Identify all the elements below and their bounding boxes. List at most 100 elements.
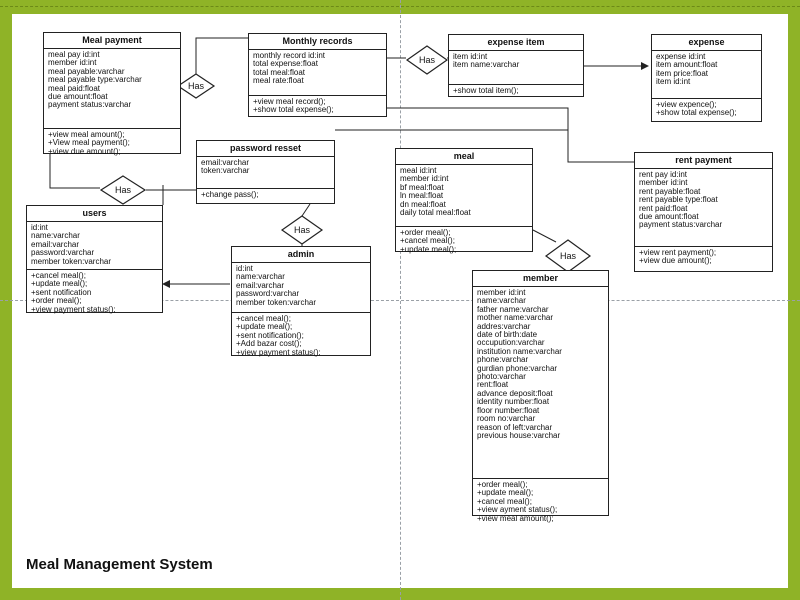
- class-attribute: meal rate:float: [253, 76, 304, 86]
- class-operation: +cancel meal();: [477, 496, 532, 506]
- class-title: rent payment: [635, 153, 772, 169]
- has-label-2: Has: [419, 55, 436, 65]
- class-title: Monthly records: [249, 34, 386, 50]
- has-diamond-users: [99, 175, 147, 205]
- class-title: Meal payment: [44, 33, 180, 49]
- class-operation: +order meal();: [400, 228, 451, 237]
- class-operations: +view meal amount();+View meal payment()…: [44, 129, 180, 158]
- class-operation: +view due amount();: [48, 146, 121, 156]
- class-attribute: date of birth:date: [477, 330, 538, 340]
- class-operation: +view meal amount();: [477, 513, 554, 523]
- class-attribute: meal id:int: [400, 166, 437, 175]
- class-title: expense item: [449, 35, 583, 51]
- class-operation: +sent notification();: [236, 330, 304, 340]
- class-title: member: [473, 271, 608, 287]
- class-operation: +sent notification: [31, 287, 92, 297]
- class-title: expense: [652, 35, 761, 51]
- class-operation: +view expence();: [656, 100, 717, 109]
- class-attribute: rent payable:float: [639, 186, 701, 196]
- class-attribute: item id:int: [453, 52, 488, 61]
- wire-meal-has: [532, 229, 557, 243]
- has-label-5: Has: [560, 251, 577, 261]
- class-operation: +order meal();: [31, 296, 82, 306]
- guide-horizontal: [0, 300, 800, 301]
- class-attribute: meal payable type:varchar: [48, 75, 142, 85]
- class-attribute: password:varchar: [31, 248, 95, 258]
- class-attribute: total meal:float: [253, 67, 306, 77]
- class-operation: +show total expense();: [656, 108, 737, 118]
- class-attribute: member token:varchar: [236, 297, 317, 307]
- class-attribute: email:varchar: [236, 280, 285, 290]
- class-operation: +view meal amount();: [48, 130, 125, 139]
- class-operations: +view meal record();+show total expense(…: [249, 96, 386, 117]
- class-attribute: institution name:varchar: [477, 346, 562, 356]
- class-attribute: mother name:varchar: [477, 313, 554, 323]
- has-label-1: Has: [188, 81, 205, 91]
- class-operation: +update meal();: [400, 244, 457, 254]
- class-operations: +view rent payment();+view due amount();: [635, 247, 772, 268]
- class-attribute: member id:int: [48, 58, 97, 68]
- class-attribute: ln meal:float: [400, 191, 444, 201]
- class-attribute: rent:float: [477, 380, 509, 390]
- class-operation: +update meal();: [31, 279, 88, 289]
- class-operation: +view payment status();: [236, 347, 321, 357]
- class-operation: +view due amount();: [639, 256, 712, 266]
- class-attribute: room no:varchar: [477, 414, 536, 424]
- class-attribute: id:int: [31, 223, 48, 232]
- class-attribute: due amount:float: [48, 92, 108, 102]
- class-attribute: reason of left:varchar: [477, 422, 553, 432]
- class-attribute: item price:float: [656, 68, 709, 78]
- class-operations: +view expence();+show total expense();: [652, 99, 761, 120]
- class-operation: +view payment status();: [31, 304, 116, 314]
- class-attribute: advance deposit:float: [477, 388, 553, 398]
- class-attribute: rent pay id:int: [639, 170, 688, 179]
- class-operations: +order meal();+update meal();+cancel mea…: [473, 479, 608, 525]
- has-label-4: Has: [294, 225, 311, 235]
- class-attribute: daily total meal:float: [400, 208, 471, 218]
- class-attribute: payment status:varchar: [48, 100, 132, 110]
- class-attribute: gurdian phone:varchar: [477, 363, 558, 373]
- class-attribute: total expense:float: [253, 59, 318, 69]
- class-attribute: meal pay id:int: [48, 50, 100, 59]
- wire-password-has: [301, 203, 311, 217]
- class-attribute: father name:varchar: [477, 304, 549, 314]
- class-attribute: member token:varchar: [31, 256, 112, 266]
- class-operation: +view rent payment();: [639, 248, 717, 257]
- class-attribute: photo:varchar: [477, 372, 526, 382]
- class-attribute: previous house:varchar: [477, 430, 561, 440]
- class-operation: +View meal payment();: [48, 138, 130, 148]
- class-operation: +view ayment status();: [477, 505, 558, 515]
- class-attribute: rent payable type:float: [639, 195, 718, 205]
- page-title: Meal Management System: [26, 556, 213, 573]
- class-operations: +change pass();: [197, 189, 334, 201]
- class-attribute: occupution:varchar: [477, 338, 545, 348]
- class-operation: +Add bazar cost();: [236, 339, 302, 349]
- class-operation: +view meal record();: [253, 97, 326, 106]
- class-attribute: identity number:float: [477, 397, 550, 407]
- wire-mealpay-users: [49, 153, 100, 189]
- class-attribute: monthly record id:int: [253, 51, 326, 60]
- class-attribute: member id:int: [400, 174, 449, 184]
- class-attribute: dn meal:float: [400, 199, 446, 209]
- class-attribute: item name:varchar: [453, 60, 520, 70]
- class-title: meal: [396, 149, 532, 165]
- class-operations: +show total item();: [449, 85, 583, 97]
- class-attribute: expense id:int: [656, 52, 706, 61]
- class-operations: +order meal();+cancel meal();+update mea…: [396, 227, 532, 256]
- class-attribute: id:int: [236, 264, 253, 273]
- class-attribute: rent paid:float: [639, 203, 688, 213]
- class-attribute: addres:varchar: [477, 321, 531, 331]
